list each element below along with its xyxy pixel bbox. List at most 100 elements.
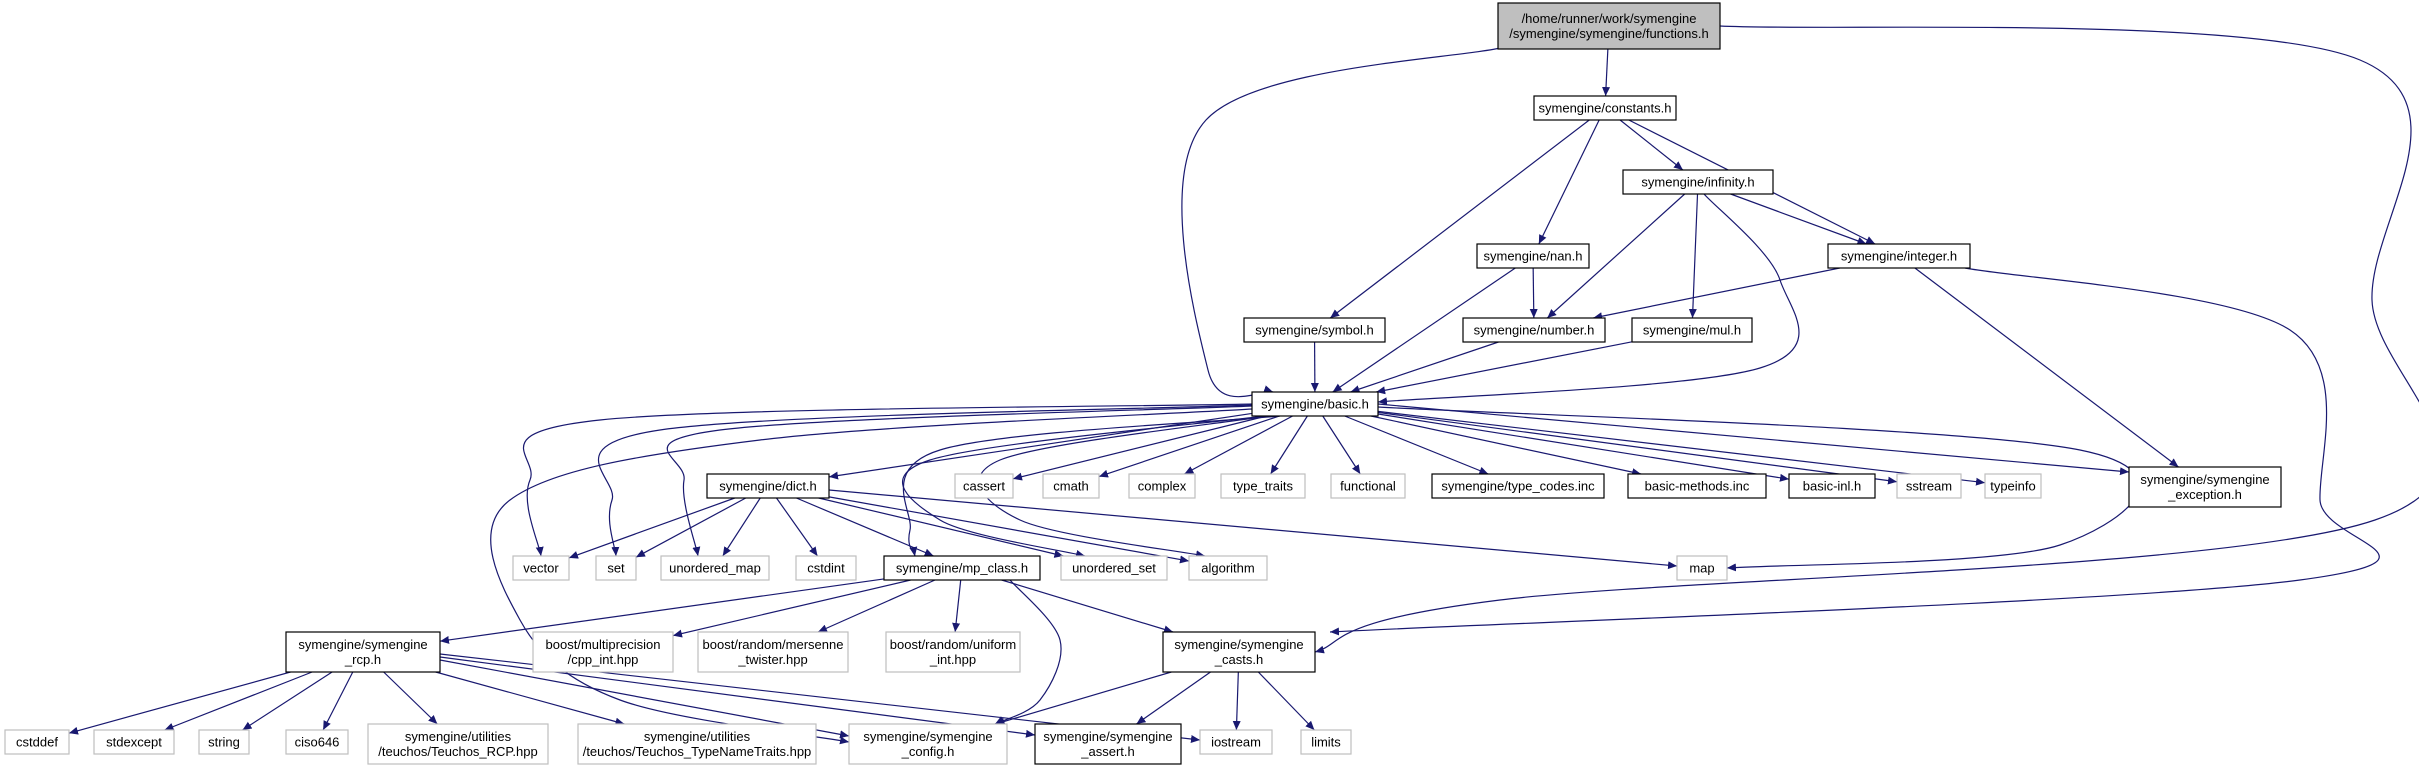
node-cstdint: cstdint bbox=[795, 555, 857, 581]
node-box bbox=[1984, 473, 2042, 499]
node-box bbox=[1431, 473, 1605, 499]
node-basic[interactable]: symengine/basic.h bbox=[1251, 391, 1379, 417]
node-limits: limits bbox=[1300, 729, 1352, 755]
edge-rcp-to-string bbox=[242, 671, 333, 731]
node-label: symengine/nan.h bbox=[1483, 249, 1582, 264]
node-label: typeinfo bbox=[1990, 479, 2036, 494]
node-box bbox=[1220, 473, 1306, 499]
node-label: cmath bbox=[1053, 479, 1088, 494]
node-complex: complex bbox=[1128, 473, 1196, 499]
node-number[interactable]: symengine/number.h bbox=[1462, 317, 1606, 343]
edge-layer bbox=[68, 25, 2419, 745]
node-label: symengine/symengine bbox=[298, 637, 427, 652]
node-casts[interactable]: symengine/symengine_casts.h bbox=[1162, 631, 1316, 673]
node-constants[interactable]: symengine/constants.h bbox=[1533, 95, 1677, 121]
node-exception[interactable]: symengine/symengine_exception.h bbox=[2128, 466, 2282, 508]
edge-basic-to-cassert bbox=[1012, 415, 1267, 481]
node-label: _int.hpp bbox=[929, 652, 976, 667]
node-label: ciso646 bbox=[295, 735, 340, 750]
edge-infinity-to-number bbox=[1546, 193, 1686, 319]
node-label: cassert bbox=[963, 479, 1005, 494]
node-basic-methods[interactable]: basic-methods.inc bbox=[1627, 473, 1767, 499]
edge-basic-to-sstream bbox=[1377, 411, 1898, 485]
node-label: /teuchos/Teuchos_RCP.hpp bbox=[378, 744, 537, 759]
edge-nan-to-basic bbox=[1332, 267, 1516, 393]
node-label: boost/multiprecision bbox=[546, 637, 661, 652]
edge-dict-to-algorithm bbox=[828, 496, 1190, 564]
edge-infinity-to-integer bbox=[1730, 193, 1867, 245]
edge-integer-to-exception bbox=[1914, 267, 2179, 468]
edge-dict-to-cstdint bbox=[775, 497, 819, 557]
node-label: unordered_set bbox=[1072, 561, 1156, 576]
node-infinity[interactable]: symengine/infinity.h bbox=[1622, 169, 1774, 195]
node-type-traits: type_traits bbox=[1220, 473, 1306, 499]
edge-basic-to-unordered_set bbox=[902, 415, 1266, 558]
node-mp-class[interactable]: symengine/mp_class.h bbox=[883, 555, 1041, 581]
node-assert[interactable]: symengine/symengine_assert.h bbox=[1034, 723, 1182, 765]
node-label: symengine/symbol.h bbox=[1255, 323, 1374, 338]
edge-dict-to-set bbox=[635, 497, 747, 558]
node-teuchos-rcp: symengine/utilities/teuchos/Teuchos_RCP.… bbox=[367, 723, 549, 765]
node-box bbox=[1788, 473, 1876, 499]
node-symbol[interactable]: symengine/symbol.h bbox=[1243, 317, 1386, 343]
edge-casts-to-config bbox=[995, 671, 1172, 726]
node-label: symengine/integer.h bbox=[1841, 249, 1957, 264]
node-label: vector bbox=[523, 561, 559, 576]
node-box bbox=[706, 473, 830, 499]
edge-basic-to-exception bbox=[1377, 403, 2130, 476]
node-label: complex bbox=[1138, 479, 1187, 494]
node-label: symengine/constants.h bbox=[1539, 101, 1672, 116]
node-label: _exception.h bbox=[2167, 487, 2242, 502]
node-basic-inl[interactable]: basic-inl.h bbox=[1788, 473, 1876, 499]
node-box bbox=[367, 723, 549, 765]
node-ciso646: ciso646 bbox=[285, 729, 349, 755]
edge-basic-to-unordered_map bbox=[666, 405, 1253, 557]
edge-basic-to-set bbox=[597, 404, 1253, 557]
node-label: sstream bbox=[1906, 479, 1952, 494]
node-box bbox=[1162, 631, 1316, 673]
node-mul[interactable]: symengine/mul.h bbox=[1631, 317, 1753, 343]
node-unordered-map: unordered_map bbox=[660, 555, 770, 581]
node-label: symengine/symengine bbox=[863, 729, 992, 744]
node-box bbox=[4, 729, 70, 755]
node-label: stdexcept bbox=[106, 735, 162, 750]
node-integer[interactable]: symengine/integer.h bbox=[1827, 243, 1971, 269]
edge-rcp-to-teuchos_tnt bbox=[435, 671, 625, 726]
node-dict[interactable]: symengine/dict.h bbox=[706, 473, 830, 499]
edge-mp_class-to-rcp bbox=[439, 578, 885, 644]
node-box bbox=[577, 723, 817, 765]
node-box bbox=[1060, 555, 1168, 581]
node-nan[interactable]: symengine/nan.h bbox=[1476, 243, 1590, 269]
edge-functions-to-constants bbox=[1602, 48, 1611, 97]
node-vector: vector bbox=[512, 555, 570, 581]
edge-rcp-to-config bbox=[439, 659, 850, 739]
node-stdexcept: stdexcept bbox=[93, 729, 175, 755]
node-label: _rcp.h bbox=[344, 652, 381, 667]
node-rcp[interactable]: symengine/symengine_rcp.h bbox=[285, 631, 441, 673]
edge-mp_class-to-mersenne bbox=[817, 579, 936, 633]
node-box bbox=[1622, 169, 1774, 195]
node-label: basic-inl.h bbox=[1803, 479, 1862, 494]
node-label: symengine/symengine bbox=[2140, 472, 2269, 487]
node-box bbox=[1128, 473, 1196, 499]
node-label: symengine/dict.h bbox=[719, 479, 817, 494]
node-box bbox=[532, 631, 674, 673]
edge-rcp-to-cstddef bbox=[68, 671, 291, 735]
node-unordered-set: unordered_set bbox=[1060, 555, 1168, 581]
node-functions[interactable]: /home/runner/work/symengine/symengine/sy… bbox=[1497, 2, 1721, 50]
edge-basic-to-basic_methods bbox=[1370, 415, 1642, 477]
node-label: symengine/utilities bbox=[644, 729, 751, 744]
node-box bbox=[1827, 243, 1971, 269]
node-cpp-int: boost/multiprecision/cpp_int.hpp bbox=[532, 631, 674, 673]
node-layer: /home/runner/work/symengine/symengine/sy… bbox=[4, 2, 2282, 765]
node-type-codes[interactable]: symengine/type_codes.inc bbox=[1431, 473, 1605, 499]
edge-basic-to-type_codes bbox=[1344, 415, 1489, 475]
node-box bbox=[1034, 723, 1182, 765]
node-typeinfo: typeinfo bbox=[1984, 473, 2042, 499]
edge-mp_class-to-uniform_int bbox=[952, 579, 962, 633]
node-label: cstdint bbox=[807, 561, 845, 576]
edge-functions-to-casts bbox=[1314, 25, 2419, 654]
node-box bbox=[1476, 243, 1590, 269]
edge-basic-to-config bbox=[490, 408, 1253, 745]
